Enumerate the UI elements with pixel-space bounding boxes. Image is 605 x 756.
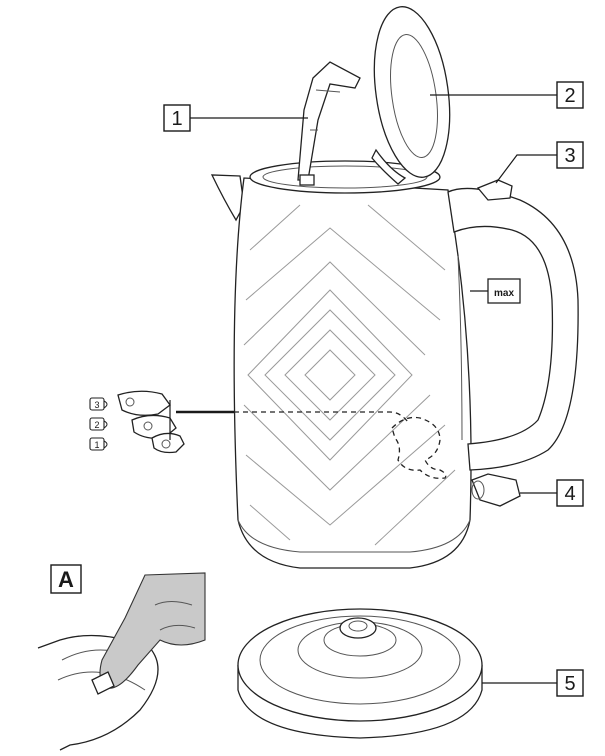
callout-4-label: 4: [564, 483, 575, 505]
callout-leaders: [190, 94, 557, 684]
cup-selector-part: [117, 390, 185, 454]
callout-1-label: 1: [171, 108, 182, 130]
cup-selector-pointer: [176, 410, 447, 479]
kettle-body: [210, 160, 472, 569]
callout-5: 5: [556, 669, 584, 697]
callout-3: 3: [556, 141, 584, 169]
max-marker: max: [494, 288, 514, 299]
cup-icon-2: 2: [89, 417, 108, 431]
cup-label-1: 1: [94, 440, 99, 450]
on-off-switch[interactable]: [471, 473, 521, 507]
inset-a-label: A: [58, 567, 74, 592]
callout-4: 4: [556, 479, 584, 507]
diamond-pattern: [243, 204, 456, 546]
callout-5-label: 5: [564, 673, 575, 695]
cup-label-2: 2: [94, 420, 99, 430]
cup-icon-1: 1: [89, 437, 108, 451]
kettle-handle[interactable]: [447, 187, 579, 471]
power-base: [237, 608, 483, 739]
open-lid[interactable]: [364, 2, 459, 185]
inset-a: A: [37, 564, 206, 751]
cup-level-icons: 3 2 1: [89, 397, 108, 451]
water-level-window: max: [470, 278, 521, 304]
callout-1: 1: [163, 104, 191, 132]
callout-3-label: 3: [564, 145, 575, 167]
cup-icon-3: 3: [89, 397, 108, 411]
cup-label-3: 3: [94, 400, 99, 410]
callout-2: 2: [556, 81, 584, 109]
lid-release-button[interactable]: [476, 179, 513, 201]
callout-2-label: 2: [564, 85, 575, 107]
limescale-filter[interactable]: [297, 61, 361, 186]
